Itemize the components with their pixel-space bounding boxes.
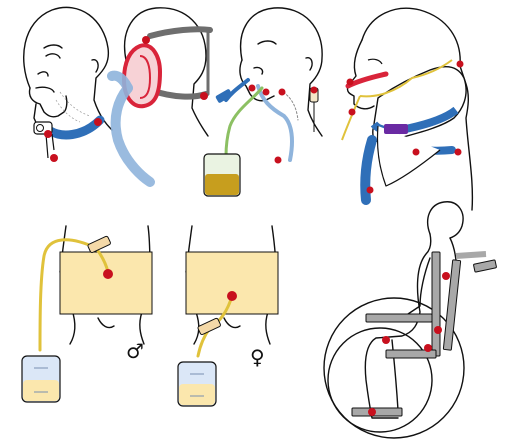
oxygen-mask [124, 45, 160, 106]
pressure-point [263, 89, 270, 96]
iv-clip [310, 88, 318, 132]
oxygen-mask-panel [112, 8, 210, 182]
abdomen-band-female [186, 252, 278, 314]
pressure-point [347, 79, 354, 86]
male-symbol-icon: ♂ [126, 339, 144, 363]
head-outline-1 [24, 7, 112, 132]
pressure-point [279, 89, 286, 96]
ng-connector [215, 89, 233, 104]
pressure-point [457, 61, 464, 68]
tracheostomy-collar [34, 120, 100, 158]
catheter-male-panel: ♂ [22, 226, 152, 402]
pressure-point [50, 154, 58, 162]
pressure-point [382, 336, 390, 344]
pressure-point [249, 85, 256, 92]
urine-bag-female [178, 362, 216, 406]
pressure-point [434, 326, 442, 334]
drainage-bag-ng [204, 154, 240, 196]
abdomen-band-male [60, 252, 152, 314]
cervical-collar-panel [342, 8, 472, 210]
pressure-points-ng [249, 85, 318, 164]
pressure-point [455, 149, 462, 156]
pressure-point [368, 408, 376, 416]
pressure-point [227, 291, 237, 301]
nasogastric-tubing [226, 80, 298, 160]
pressure-point [142, 36, 150, 44]
wheelchair-panel [324, 202, 497, 438]
pressure-point [413, 149, 420, 156]
pressure-point [44, 130, 52, 138]
urine-bag-male [22, 356, 60, 402]
nasogastric-panel [204, 8, 322, 196]
female-symbol-icon: ♀ [250, 345, 265, 369]
pressure-point [367, 187, 374, 194]
tracheostomy-panel [24, 7, 112, 162]
pressure-point [424, 344, 432, 352]
hair-shading-1 [56, 92, 90, 122]
pressure-point [311, 87, 318, 94]
pressure-point [103, 269, 113, 279]
head-outline-3 [240, 8, 322, 136]
catheter-female-panel: ♀ [178, 226, 278, 406]
collar-clip [384, 124, 408, 134]
pressure-point [94, 118, 102, 126]
cervical-collar [365, 67, 466, 200]
catheter-securement-female [197, 318, 221, 335]
pressure-point [442, 272, 450, 280]
pressure-point [349, 109, 356, 116]
pressure-point [200, 92, 208, 100]
pressure-point [275, 157, 282, 164]
